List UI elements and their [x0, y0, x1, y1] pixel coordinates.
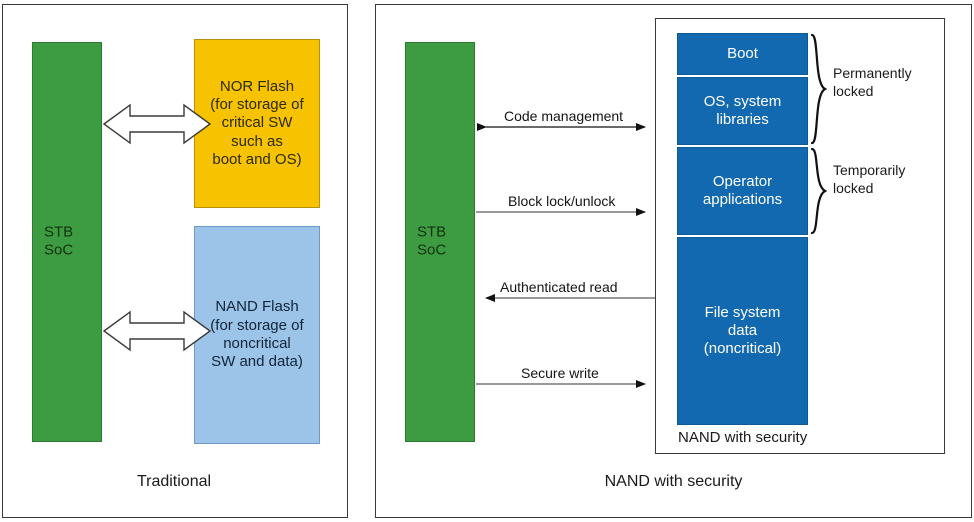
nand-flash-block: NAND Flash (for storage of noncritical S…: [194, 226, 320, 444]
nor-flash-label: NOR Flash (for storage of critical SW su…: [210, 77, 304, 168]
brace-permanently-locked-icon: [810, 33, 828, 145]
connector-label-block-lock-unlock: Block lock/unlock: [508, 193, 616, 209]
caption-nand-with-security: NAND with security: [604, 473, 743, 490]
connector-label-secure-write: Secure write: [521, 365, 599, 381]
brace-label-permanently-locked: Permanently locked: [833, 65, 912, 99]
partition-filesystem-label: File system data (noncritical): [703, 303, 782, 358]
partition-operator-label: Operator applications: [702, 172, 783, 208]
nor-flash-block: NOR Flash (for storage of critical SW su…: [194, 39, 320, 208]
stb-soc-block-traditional: STB SoC: [32, 42, 102, 442]
partition-boot-label: Boot: [727, 44, 758, 62]
nand-with-security-inner-label: NAND with security: [678, 429, 808, 446]
nand-flash-label: NAND Flash (for storage of noncritical S…: [210, 298, 304, 371]
partition-file-system-data: File system data (noncritical): [677, 237, 808, 425]
partition-operator-applications: Operator applications: [677, 147, 808, 235]
connector-label-code-management: Code management: [504, 108, 624, 124]
caption-traditional: Traditional: [136, 473, 212, 490]
partition-os-label: OS, system libraries: [703, 92, 782, 128]
partition-boot: Boot: [677, 33, 808, 75]
partition-os-system-libraries: OS, system libraries: [677, 77, 808, 145]
brace-temporarily-locked-icon: [810, 147, 828, 235]
stb-soc-label-secure: STB SoC: [417, 223, 447, 259]
connector-label-authenticated-read: Authenticated read: [500, 279, 618, 295]
brace-label-temporarily-locked: Temporarily locked: [833, 162, 906, 196]
stb-soc-block-secure: STB SoC: [405, 42, 475, 442]
stb-soc-label: STB SoC: [44, 223, 74, 259]
